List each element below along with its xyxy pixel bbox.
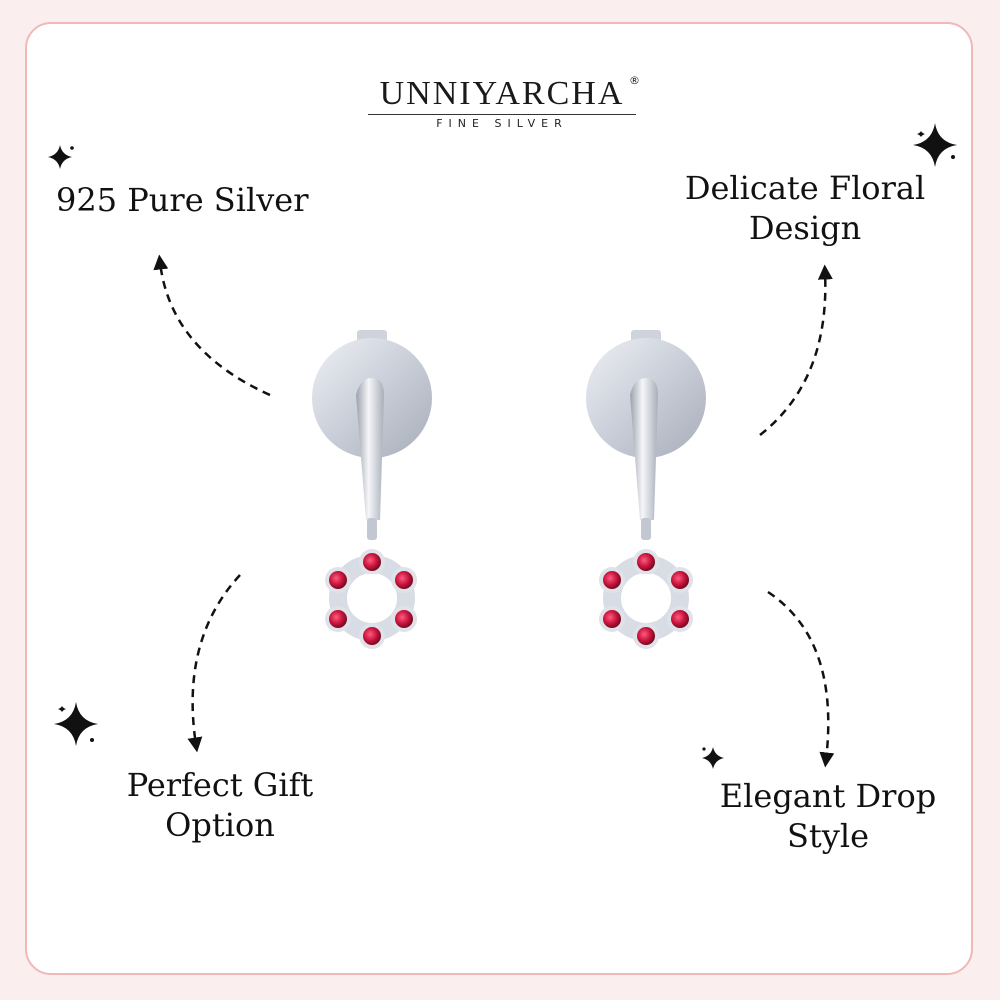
feature-drop-style: Elegant Drop Style bbox=[700, 776, 956, 856]
feature-pure-silver: 925 Pure Silver bbox=[56, 180, 309, 220]
feature-floral-design-line1: Delicate Floral bbox=[684, 169, 926, 207]
feature-drop-style-line1: Elegant Drop bbox=[719, 777, 937, 815]
sparkle-icon bbox=[913, 123, 957, 167]
arrow-icon bbox=[767, 590, 835, 768]
arrow-icon bbox=[759, 264, 833, 436]
feature-drop-style-line2: Style bbox=[786, 817, 870, 855]
feature-floral-design: Delicate Floral Design bbox=[670, 168, 940, 248]
earring-image bbox=[586, 330, 706, 649]
brand-logo: UNNIYARCHA ® FINE SILVER bbox=[368, 74, 640, 131]
logo-divider bbox=[368, 114, 636, 115]
registered-mark: ® bbox=[629, 74, 640, 87]
sparkle-icon bbox=[702, 747, 724, 769]
feature-gift-option: Perfect Gift Option bbox=[100, 765, 340, 845]
feature-gift-option-line2: Option bbox=[165, 806, 275, 844]
earring-image bbox=[312, 330, 432, 649]
feature-gift-option-line1: Perfect Gift bbox=[126, 766, 314, 804]
product-card bbox=[25, 22, 973, 975]
sparkle-icon bbox=[48, 145, 74, 169]
arrow-icon bbox=[153, 254, 271, 397]
feature-pure-silver-line1: 925 Pure Silver bbox=[56, 181, 309, 219]
arrow-icon bbox=[187, 574, 241, 753]
sparkle-icon bbox=[54, 702, 98, 746]
brand-name: UNNIYARCHA bbox=[379, 75, 625, 112]
brand-tagline: FINE SILVER bbox=[436, 117, 568, 130]
feature-floral-design-line2: Design bbox=[748, 209, 862, 247]
